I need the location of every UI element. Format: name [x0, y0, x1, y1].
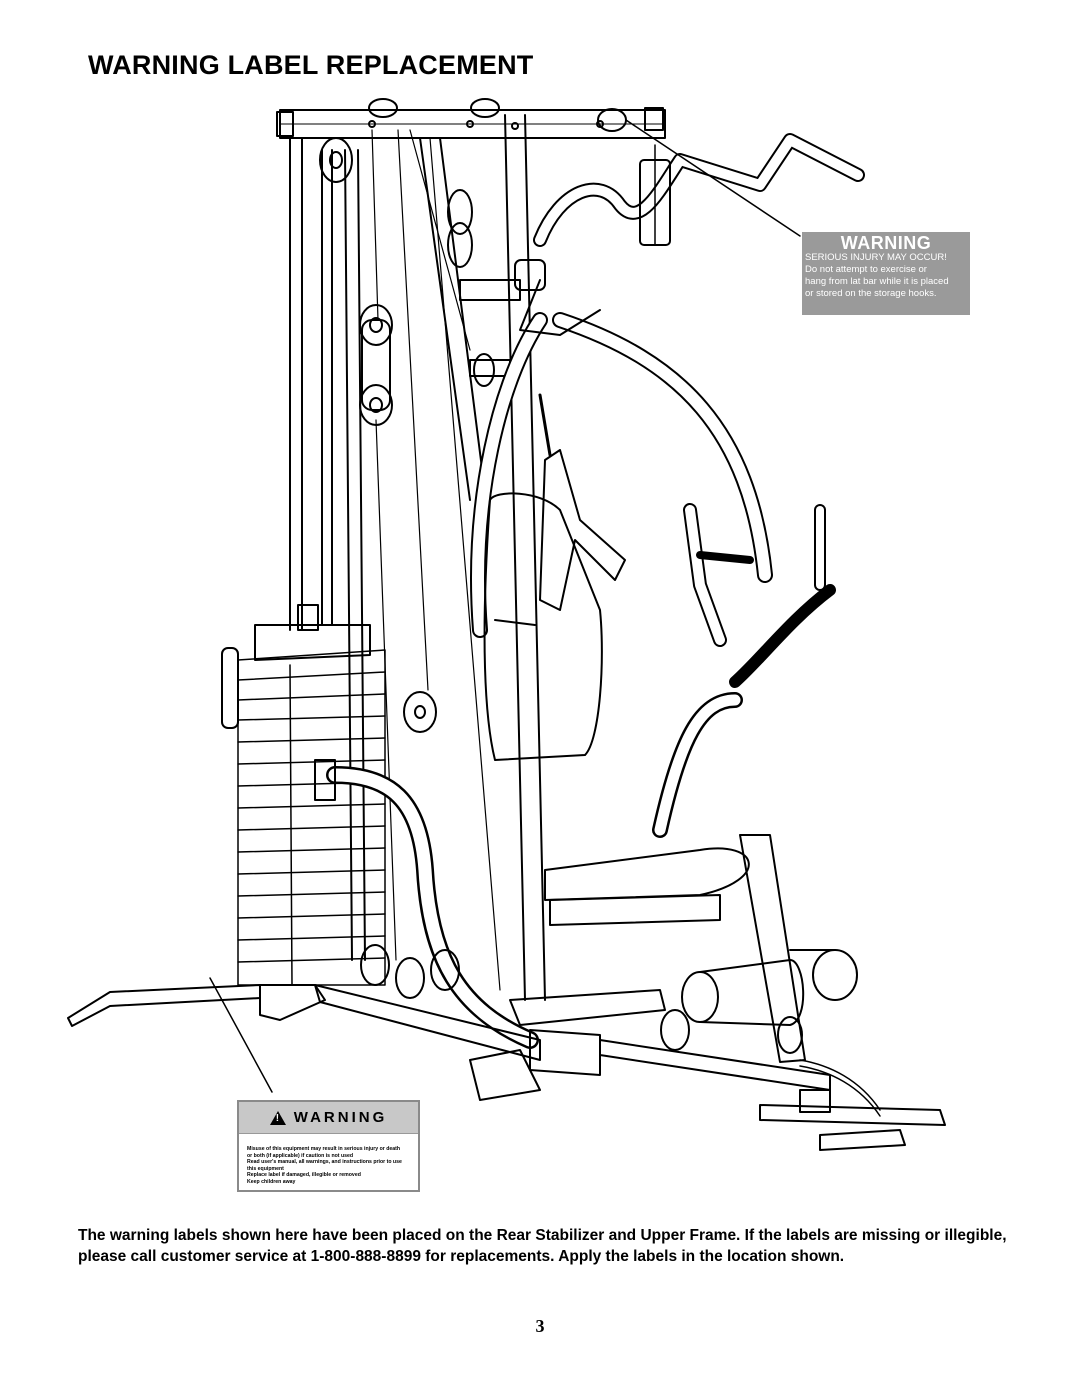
warning-label-text: Misuse of this equipment may result in s… — [239, 1134, 418, 1185]
warning-label-line: Misuse of this equipment may result in s… — [247, 1146, 401, 1152]
lat-bar — [533, 133, 865, 247]
page-number: 3 — [535, 1316, 545, 1336]
instructions-paragraph: The warning labels shown here have been … — [78, 1227, 1007, 1265]
warning-label-header: WARNING — [239, 1102, 418, 1134]
chain — [799, 1059, 881, 1117]
warning-label-line: Do not attempt to exercise or — [805, 264, 927, 275]
warning-label-line: Read user's manual, all warnings, and in… — [247, 1159, 402, 1165]
cables — [371, 129, 501, 991]
lower-label-leader-line — [209, 977, 273, 1093]
center-upright — [419, 114, 546, 1001]
frame-cap — [644, 107, 664, 131]
top-pulleys — [319, 98, 627, 183]
right-handle — [652, 504, 836, 838]
warning-label-subtitle: SERIOUS INJURY MAY OCCUR! — [805, 252, 947, 263]
base-frame — [67, 984, 946, 1151]
low-pulley-arm — [314, 691, 539, 1049]
weight-stack-guide-rods — [289, 137, 366, 961]
warning-label-line: hang from lat bar while it is placed — [805, 276, 949, 287]
upper-label-leader-line — [625, 119, 801, 237]
frame-cap — [276, 111, 294, 137]
seat-assembly — [544, 834, 858, 1063]
warning-label-line: Replace label if damaged, illegible or r… — [247, 1172, 361, 1178]
warning-label-title: WARNING — [840, 233, 932, 253]
upper-frame-warning-label: WARNING SERIOUS INJURY MAY OCCUR! Do not… — [802, 232, 970, 315]
ab-strap — [538, 393, 626, 611]
page-title: WARNING LABEL REPLACEMENT — [88, 50, 534, 80]
weight-stack — [221, 604, 386, 986]
warning-label-line: or both (if applicable) if caution is no… — [247, 1152, 354, 1159]
middle-pulley-block — [359, 189, 495, 426]
warning-label-title: WARNING — [293, 1109, 388, 1126]
warning-label-line: this equipment — [247, 1165, 284, 1172]
warning-label-line: Keep children away — [247, 1178, 296, 1185]
rear-stabilizer-warning-label: WARNING Misuse of this equipment may res… — [237, 1100, 420, 1192]
warning-label-line: or stored on the storage hooks. — [805, 288, 937, 299]
warning-triangle-icon — [269, 1110, 286, 1125]
press-arm — [470, 259, 773, 647]
back-pad — [483, 492, 603, 761]
